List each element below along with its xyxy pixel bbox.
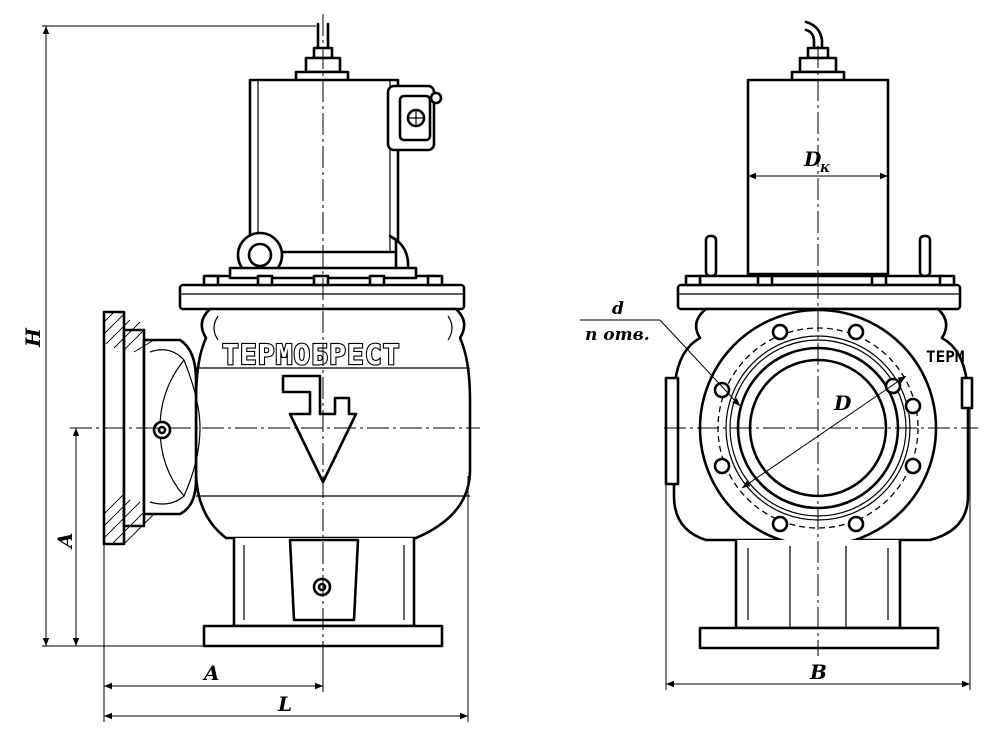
- solenoid-coil: [248, 78, 400, 254]
- brand-lettering: ТЕРМОБРЕСТ: [222, 338, 401, 371]
- front-view: ТЕРМОБРЕСТ: [70, 14, 480, 656]
- side-view: ТЕРМ: [664, 20, 978, 656]
- svg-text:L: L: [277, 692, 292, 716]
- dimension-d-holes: d n отв.: [580, 299, 741, 407]
- dimension-A-horizontal: A: [103, 544, 324, 722]
- bolt-holes: [713, 323, 922, 533]
- lift-pins: [704, 234, 932, 278]
- flange-section-hatch-top: [103, 311, 155, 353]
- side-lug-right: [960, 376, 974, 410]
- svg-text:К: К: [819, 162, 831, 175]
- svg-text:A: A: [53, 532, 77, 550]
- side-coil-base: [698, 274, 946, 287]
- svg-text:n отв.: n отв.: [585, 325, 650, 345]
- side-lug-left: [664, 376, 680, 486]
- dimension-L: L: [104, 476, 469, 722]
- svg-text:d: d: [612, 299, 624, 319]
- dimension-D: D: [741, 375, 907, 489]
- outlet-neck: [232, 538, 416, 628]
- side-outlet-flange: [698, 626, 940, 650]
- dimension-B: B: [665, 408, 971, 690]
- dimension-Dk: D К: [748, 147, 888, 180]
- cover-flange: [178, 274, 466, 311]
- dimension-A-vertical: A: [53, 428, 80, 646]
- svg-text:D: D: [803, 147, 822, 171]
- svg-text:A: A: [202, 661, 220, 685]
- svg-text:D: D: [833, 391, 852, 415]
- flange-section-hatch-bottom: [103, 493, 155, 545]
- side-brand-lettering: ТЕРМ: [926, 347, 965, 366]
- electrical-connector-box: [386, 84, 443, 152]
- dimension-H: H: [21, 25, 316, 647]
- svg-text:H: H: [21, 327, 45, 348]
- svg-text:B: B: [809, 660, 827, 684]
- cable-connector: [294, 22, 350, 84]
